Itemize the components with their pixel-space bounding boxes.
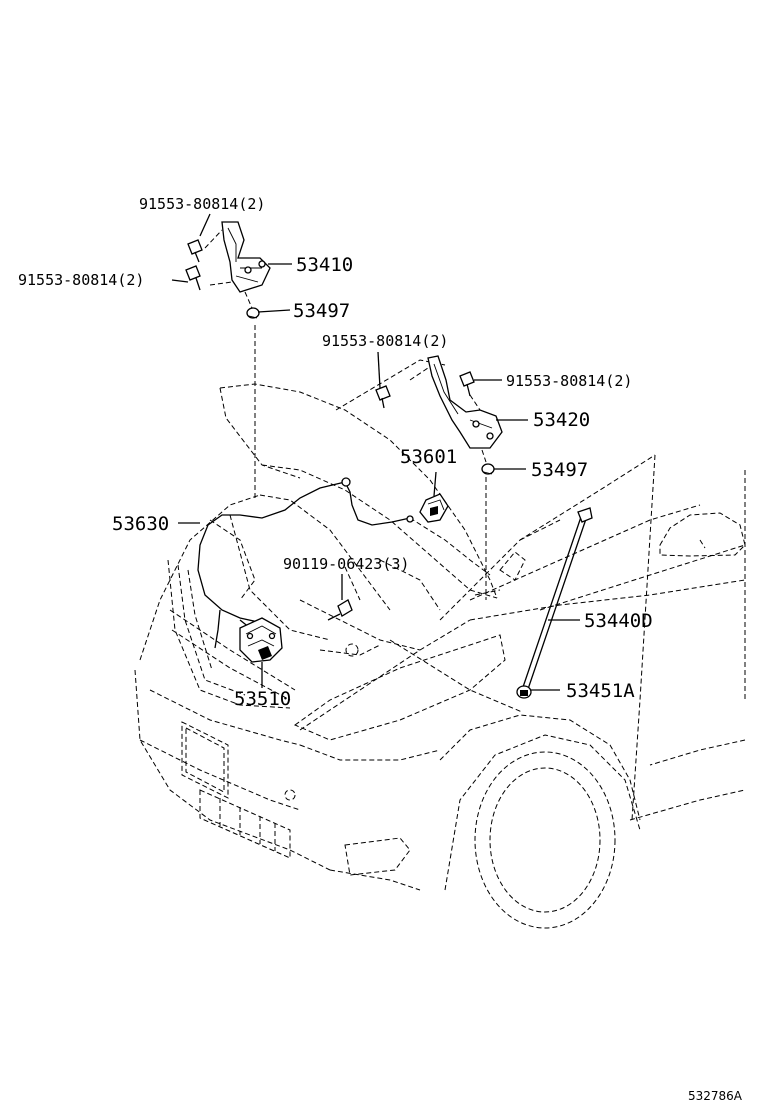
label-lock-control: 53601 <box>400 446 457 468</box>
leader-lines <box>171 213 580 691</box>
label-support-rod: 53440D <box>584 610 653 632</box>
label-hinge-left: 53410 <box>296 254 353 276</box>
label-cushion-left: 53497 <box>293 300 350 322</box>
screw-left-upper <box>187 239 203 263</box>
screw-left-lower <box>185 265 201 291</box>
hood-lock-assembly <box>239 617 283 663</box>
label-screw-left: 91553-80814(2) <box>18 271 144 289</box>
hood-support-rod <box>521 507 593 693</box>
figure-code: 532786A <box>688 1089 743 1103</box>
screw-right <box>459 371 475 397</box>
support-rod-retainer <box>516 685 532 699</box>
label-screw-top-left: 91553-80814(2) <box>139 195 265 213</box>
label-bolt: 90119-06423(3) <box>283 555 409 573</box>
label-release-cable: 53630 <box>112 513 169 535</box>
label-cushion-right: 53497 <box>531 459 588 481</box>
label-retainer: 53451A <box>566 680 635 702</box>
callout-labels: 91553-80814(2) 91553-80814(2) 53410 5349… <box>18 195 743 1103</box>
label-hinge-right: 53420 <box>533 409 590 431</box>
hood-lock-control <box>419 493 449 523</box>
vehicle-outline <box>134 325 746 929</box>
hood-lock-bolt <box>327 599 353 621</box>
cushion-left <box>246 307 260 319</box>
hood-hinge-right <box>409 355 503 463</box>
hood-hinge-left <box>204 221 271 309</box>
label-screw-mid: 91553-80814(2) <box>322 332 448 350</box>
screw-mid <box>375 385 391 409</box>
cushion-right <box>481 463 495 475</box>
label-hood-lock: 53510 <box>234 688 291 710</box>
label-screw-right: 91553-80814(2) <box>506 372 632 390</box>
